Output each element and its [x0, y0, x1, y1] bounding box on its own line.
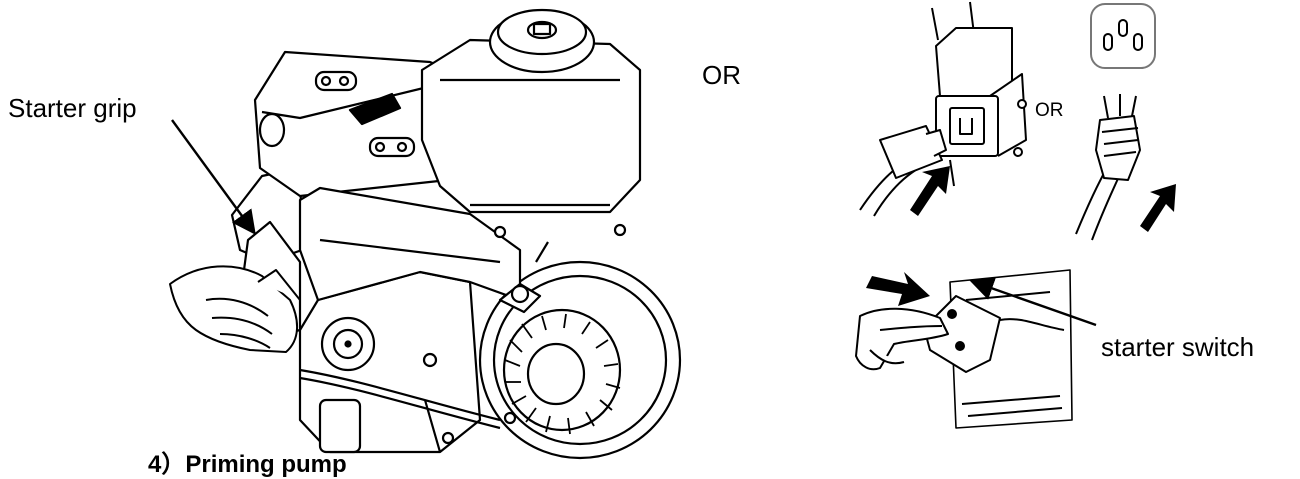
starter-grip-pointer-arrow: [171, 119, 256, 235]
engine-illustration: [230, 8, 682, 460]
mains-socket-icon: [1090, 3, 1156, 69]
or-label-small: OR: [1035, 100, 1064, 121]
insert-arrow-right: [1140, 184, 1176, 232]
press-arrow: [866, 272, 930, 306]
starter-grip-label: Starter grip: [8, 93, 137, 123]
starter-switch-pointer-arrow: [969, 277, 1097, 327]
hand-on-grip-illustration: [169, 265, 301, 353]
or-label: OR: [702, 60, 741, 90]
power-plug-illustration: [1075, 94, 1141, 241]
starter-switch-label: starter switch: [1101, 332, 1255, 362]
section-heading: 4）Priming pump: [148, 451, 347, 478]
connector-plug-illustration: [859, 1, 1027, 217]
insert-arrow-left: [910, 166, 950, 216]
hand-pressing-switch-illustration: [855, 269, 1073, 429]
